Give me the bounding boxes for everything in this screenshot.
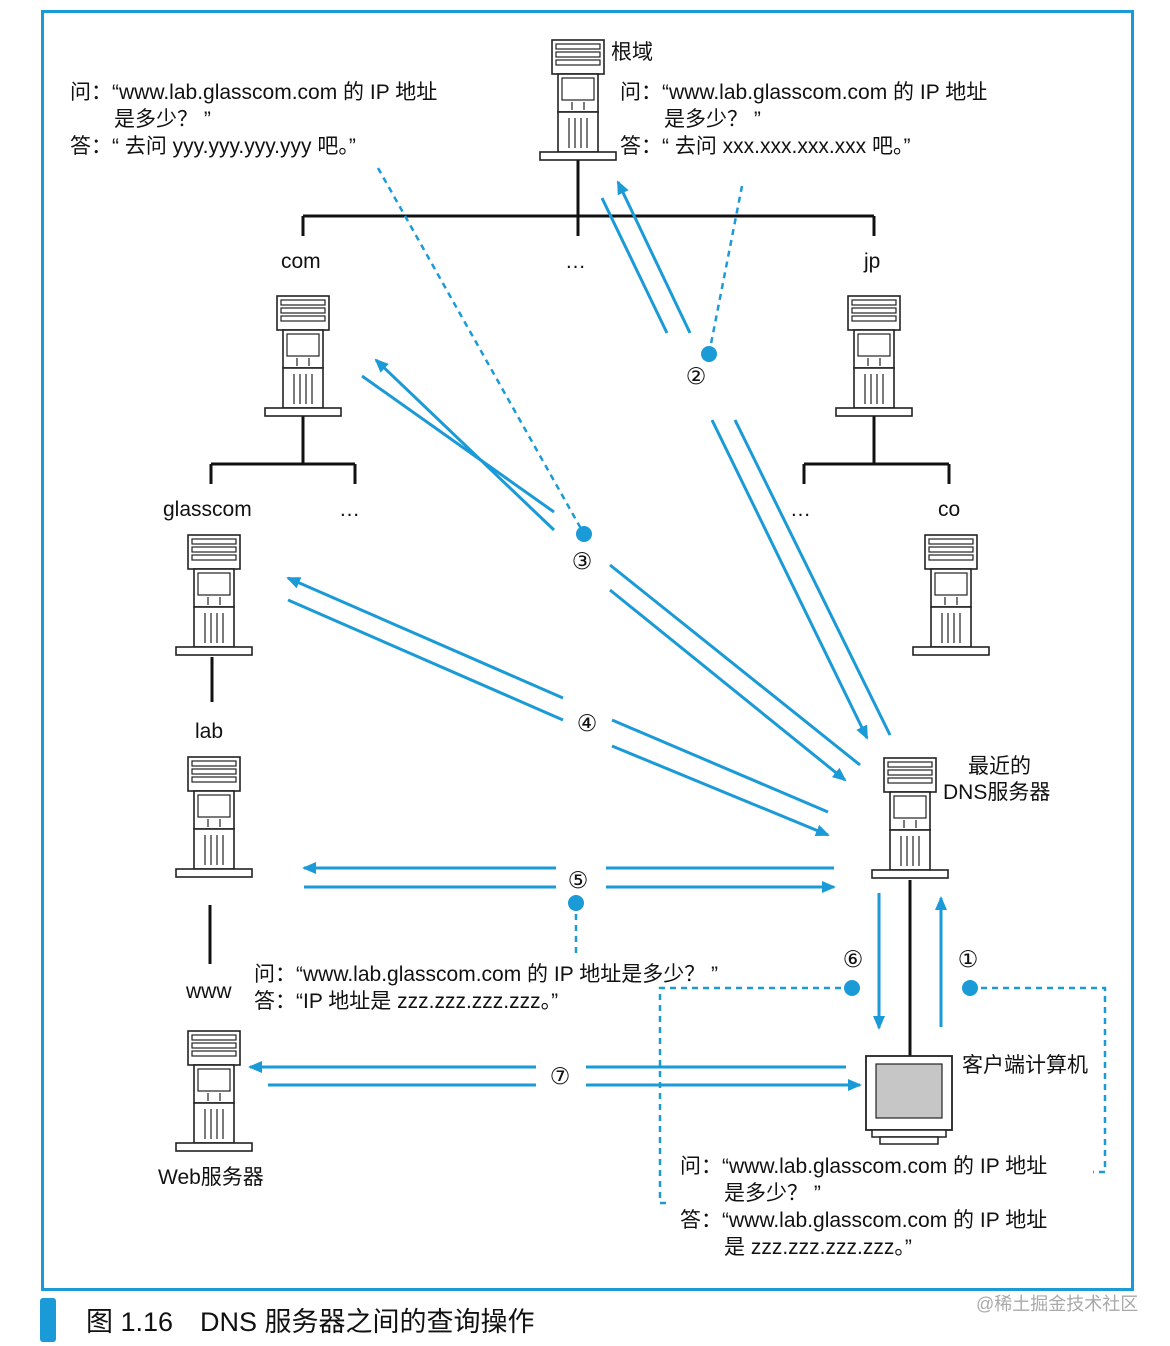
callout-question-line1: 问：“www.lab.glasscom.com 的 IP 地址 [70,81,438,104]
step-5-label: ⑤ [568,867,589,893]
figure-frame [41,10,1134,1291]
callout-question-line1: 问：“www.lab.glasscom.com 的 IP 地址 [620,81,988,104]
nearest-dns-server-icon [871,757,949,879]
jp-label: jp [864,250,881,273]
callout-question-line2: 是多少？ ” [114,108,211,131]
callout-answer-line1: 答：“www.lab.glasscom.com 的 IP 地址 [680,1209,1048,1232]
step-3-label: ③ [572,548,593,574]
step-numbers: ① ② ③ ④ ⑤ ⑥ ⑦ [550,363,979,1089]
step-1-label: ① [958,946,979,972]
jp-server-icon [835,295,913,417]
callout-leaders [376,167,1107,1205]
callout-answer-line1: 答：“ 去问 xxx.xxx.xxx.xxx 吧。” [620,135,911,158]
figure-caption: 图 1.16 DNS 服务器之间的查询操作 [86,1307,535,1337]
root-domain-label: 根域 [611,41,653,64]
step-6-label: ⑥ [843,946,864,972]
com-children-ellipsis: … [339,498,360,521]
web-server-label: Web服务器 [158,1166,264,1189]
com-label: com [281,250,321,273]
callout-question-line1: 问：“www.lab.glasscom.com 的 IP 地址 [680,1155,1048,1178]
callout-lab-answer: 问：“www.lab.glasscom.com 的 IP 地址是多少？ ” 答：… [254,961,718,1015]
callout-client-query: 问：“www.lab.glasscom.com 的 IP 地址 是多少？ ” 答… [680,1153,1047,1261]
tree-lines [208,158,951,1056]
callout-dots [568,346,978,996]
step-7-label: ⑦ [550,1063,571,1089]
www-label: www [186,980,232,1003]
client-computer-label: 客户端计算机 [962,1054,1088,1077]
nearest-dns-label-line2: DNS服务器 [943,781,1051,804]
query-arrows [248,180,947,1091]
callout-glasscom-referral: 问：“www.lab.glasscom.com 的 IP 地址 是多少？ ” 答… [70,79,437,160]
step-4-label: ④ [577,710,598,736]
callout-question-line2: 是多少？ ” [664,108,761,131]
caption-accent-bar [40,1298,56,1342]
web-server-icon [175,1030,253,1152]
nearest-dns-label-line1: 最近的 [968,755,1031,778]
callout-root-referral: 问：“www.lab.glasscom.com 的 IP 地址 是多少？ ” 答… [620,79,987,160]
step-2-label: ② [686,363,707,389]
callout-question-line2: 是多少？ ” [724,1182,821,1205]
callout-answer-line2: 是 zzz.zzz.zzz.zzz。” [724,1236,912,1259]
co-label: co [938,498,961,521]
jp-children-ellipsis: … [790,498,811,521]
glasscom-label: glasscom [163,498,252,521]
co-server-icon [912,534,990,656]
lab-server-icon [175,756,253,878]
root-server-icon [539,39,617,161]
top-level-ellipsis: … [565,250,586,273]
glasscom-server-icon [175,534,253,656]
callout-answer-line1: 答：“ 去问 yyy.yyy.yyy.yyy 吧。” [70,135,356,158]
com-server-icon [264,295,342,417]
callout-answer-line1: 答：“IP 地址是 zzz.zzz.zzz.zzz。” [254,990,559,1013]
client-computer-icon [865,1055,953,1145]
lab-label: lab [195,720,224,743]
callout-question-line1: 问：“www.lab.glasscom.com 的 IP 地址是多少？ ” [254,963,719,986]
watermark: @稀土掘金技术社区 [976,1294,1139,1314]
